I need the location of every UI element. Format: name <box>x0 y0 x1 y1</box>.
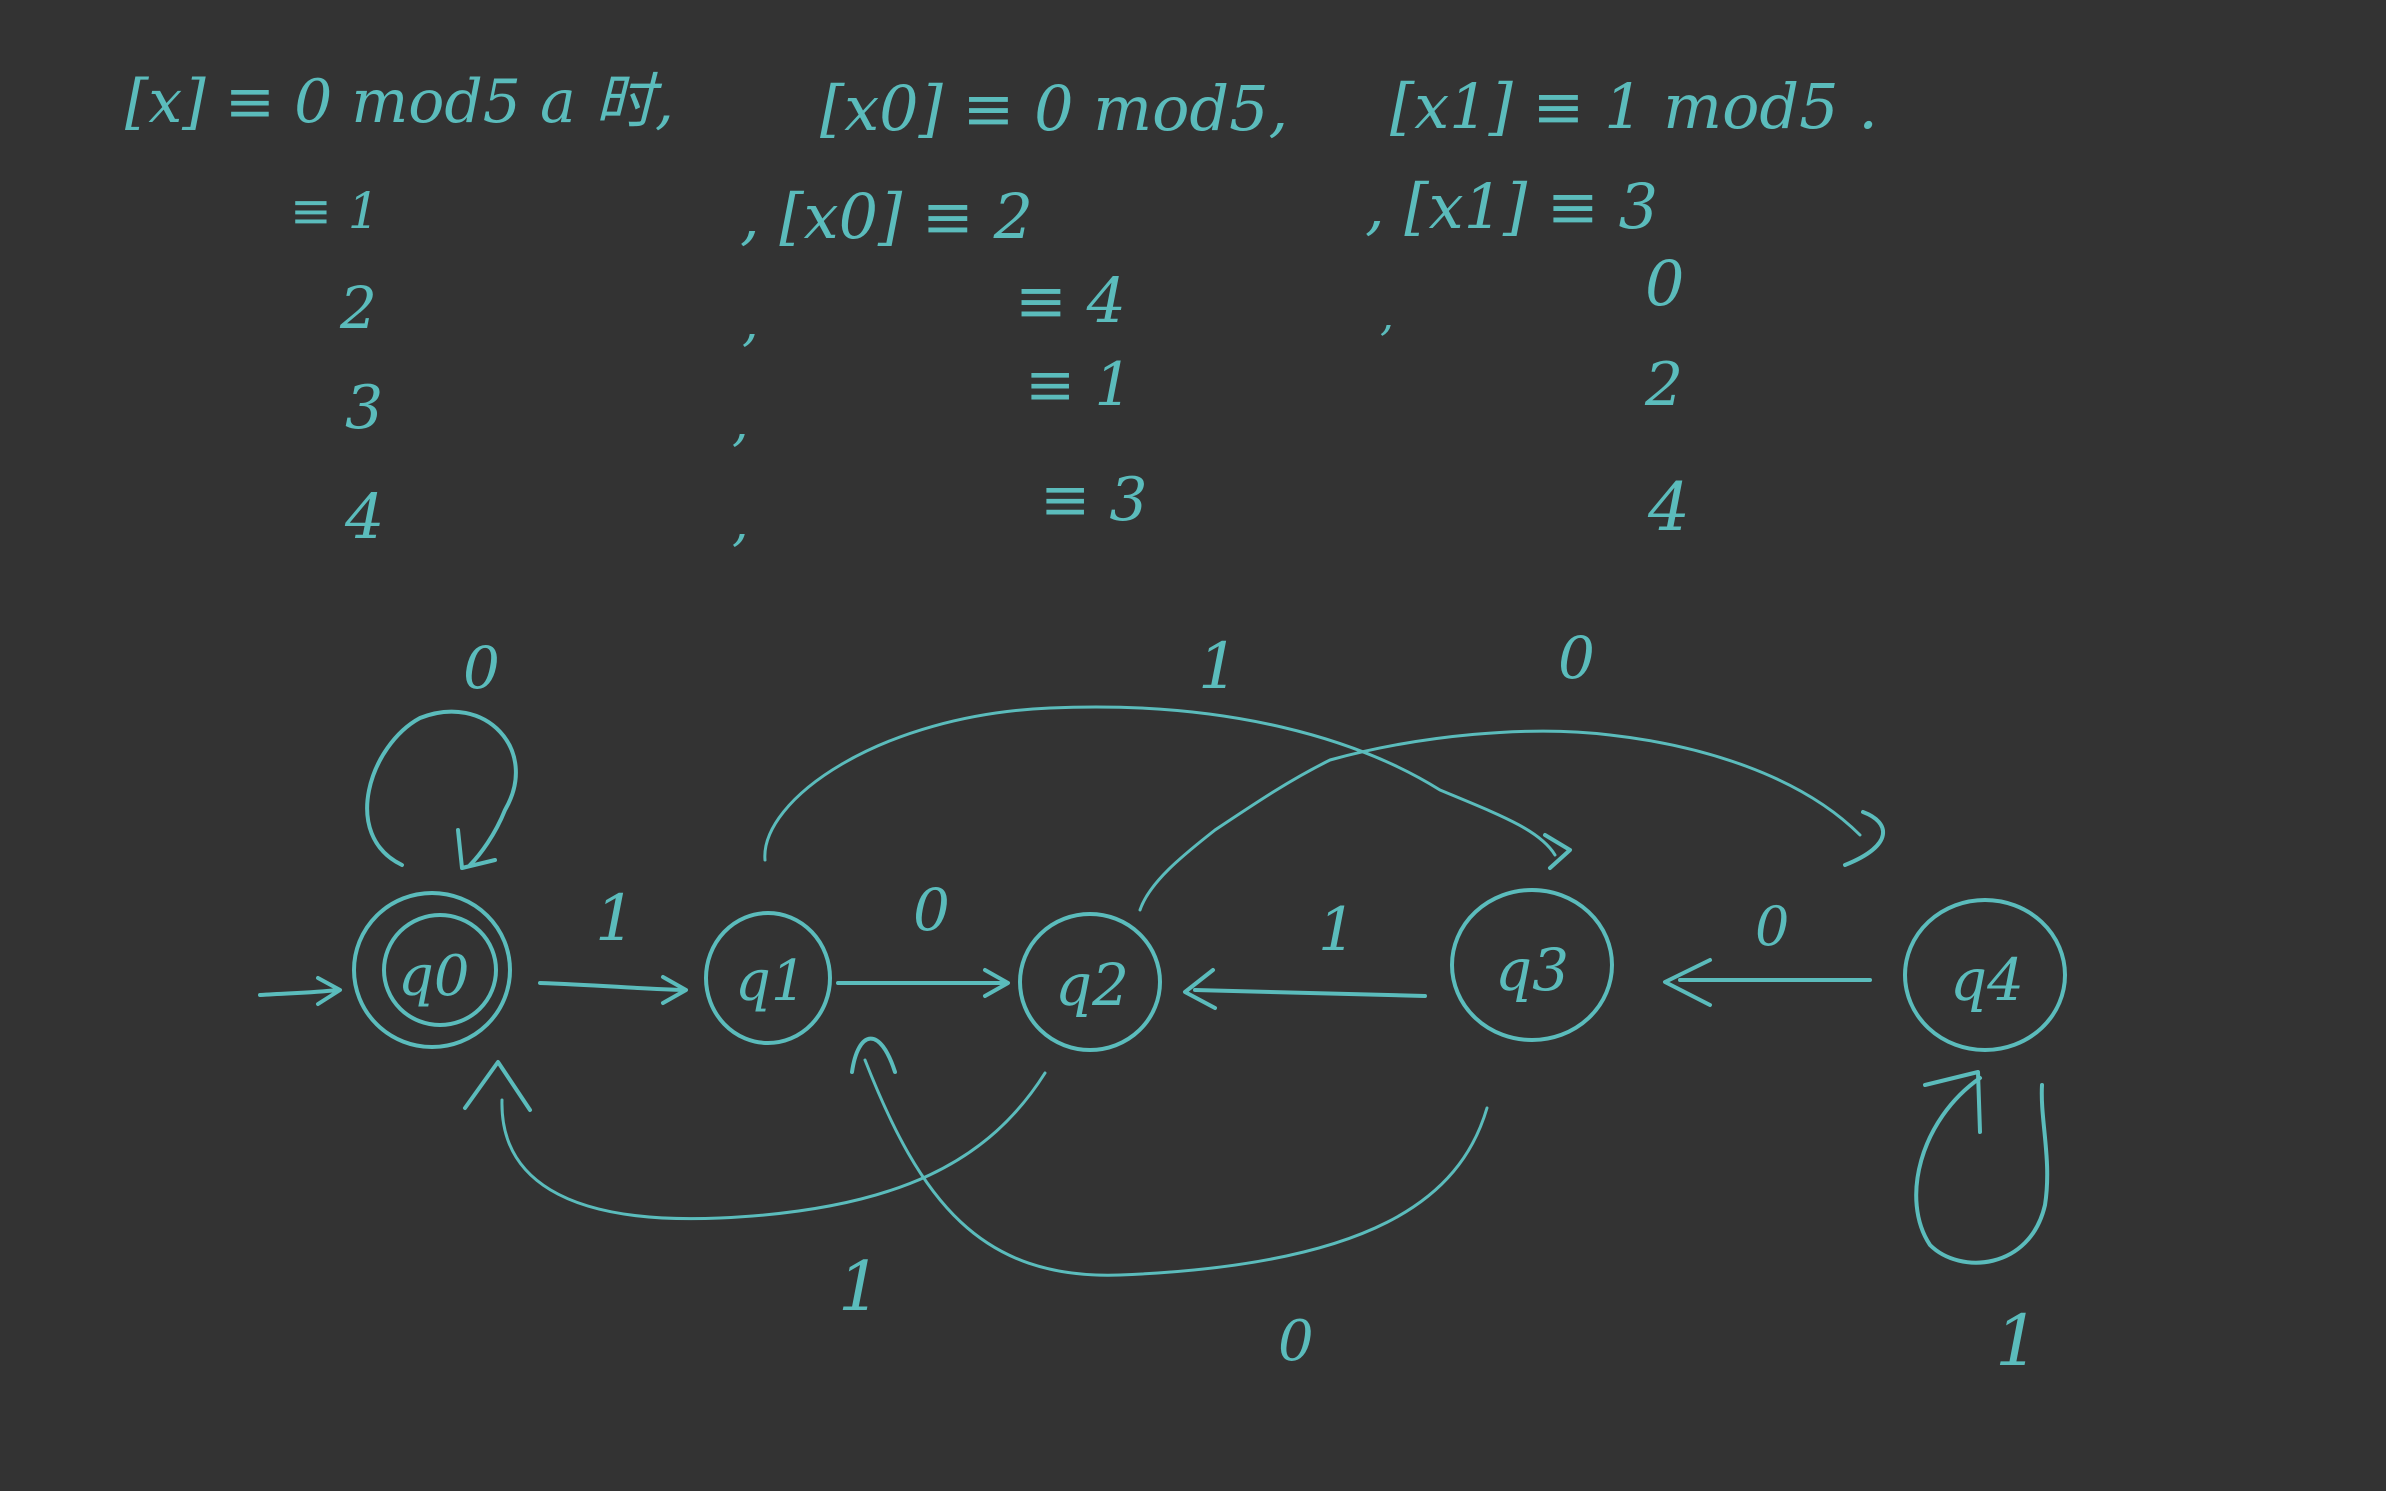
transition-q2-q0: 1 <box>463 1060 1047 1327</box>
header-line1-part3: [x1] ≡ 1 mod5 . <box>1390 70 1878 143</box>
header-row1-left: ≡ 1 <box>290 182 380 240</box>
header-row3-right: 2 <box>1644 350 1683 420</box>
state-q1: q1 <box>704 911 832 1045</box>
header-row4-right: 4 <box>1647 469 1690 546</box>
state-q3-label: q3 <box>1495 936 1569 1004</box>
state-q2: q2 <box>1018 912 1162 1052</box>
dfa-diagram: q0 q1 q2 q3 q4 0 <box>258 624 2067 1382</box>
state-q3-circle <box>1450 888 1614 1042</box>
transition-q3-q1: 0 <box>850 1036 1489 1374</box>
transition-q1-q3: 1 <box>763 630 1572 870</box>
state-q4: q4 <box>1903 898 2067 1052</box>
transition-q4-q3: 0 <box>1663 895 1872 1007</box>
header-row3-mid: ≡ 1 <box>1025 350 1133 420</box>
transition-q3-q1-symbol: 0 <box>1278 1309 1314 1374</box>
transition-q1-q3-symbol: 1 <box>1198 630 1239 704</box>
header-row2-mid: ≡ 4 <box>1015 264 1126 337</box>
transition-q2-q4: 0 <box>1138 624 1886 912</box>
state-q1-label: q1 <box>735 949 806 1014</box>
transition-q0-self: 0 <box>365 634 518 870</box>
state-q0-outer-circle <box>352 891 512 1049</box>
transition-q4-self: 1 <box>1914 1070 2050 1382</box>
header-row2-right-comma: , <box>1380 290 1394 341</box>
state-q2-label: q2 <box>1055 951 1129 1019</box>
transition-q2-q0-symbol: 1 <box>838 1248 881 1327</box>
header-row2-comma: , <box>742 293 759 353</box>
header-row4-comma: , <box>732 493 749 553</box>
state-q0-label: q0 <box>398 944 469 1009</box>
transition-q4-q3-symbol: 0 <box>1755 895 1789 958</box>
state-q4-circle <box>1903 898 2067 1052</box>
transition-q3-q2-symbol: 1 <box>1318 895 1356 965</box>
header-row3-left: 3 <box>345 373 383 443</box>
header-line1-part2: [x0] ≡ 0 mod5, <box>820 72 1288 145</box>
transition-q0-q1: 1 <box>538 882 688 1005</box>
header-notes: [x] ≡ 0 mod5 a 时, [x0] ≡ 0 mod5, [x1] ≡ … <box>125 67 1878 553</box>
header-row3-comma: , <box>732 393 749 453</box>
header-row1-right: , [x1] ≡ 3 <box>1365 170 1658 243</box>
header-row2-right: 0 <box>1645 247 1684 320</box>
state-q3: q3 <box>1450 888 1614 1042</box>
transition-q0-self-symbol: 0 <box>463 634 500 702</box>
state-q0-inner-circle <box>382 913 498 1027</box>
transition-q1-q2: 0 <box>836 876 1010 998</box>
header-row4-mid: ≡ 3 <box>1040 465 1148 535</box>
transition-q2-q4-symbol: 0 <box>1558 624 1595 692</box>
transition-q1-q2-symbol: 0 <box>913 876 950 944</box>
header-line1-part1: [x] ≡ 0 mod5 a 时, <box>125 67 674 137</box>
transition-q0-q1-symbol: 1 <box>595 882 636 956</box>
header-row4-left: 4 <box>344 480 384 553</box>
state-q2-circle <box>1018 912 1162 1052</box>
header-row2-left: 2 <box>339 274 377 342</box>
state-q1-circle <box>704 911 832 1045</box>
state-q0: q0 <box>352 891 512 1049</box>
transition-q3-q2: 1 <box>1183 895 1427 1010</box>
state-q4-label: q4 <box>1950 946 2024 1014</box>
initial-arrow <box>258 976 342 1006</box>
transition-q4-self-symbol: 1 <box>1995 1300 2040 1382</box>
header-row1-mid: , [x0] ≡ 2 <box>740 180 1033 253</box>
